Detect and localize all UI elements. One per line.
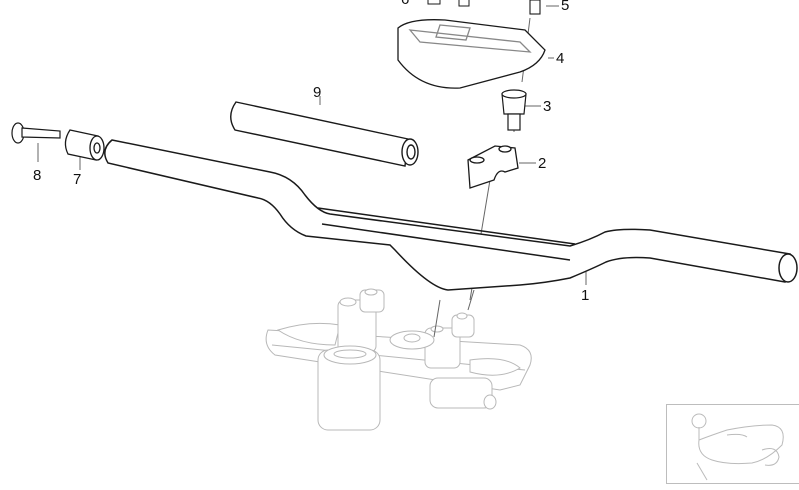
partial-part [427,0,470,7]
callout-5: 5 [561,0,570,14]
callout-2: 2 [538,155,547,172]
spacer [64,129,105,161]
callout-8: 8 [33,167,42,184]
vehicle-thumbnail[interactable] [666,404,799,484]
callout-4: 4 [556,50,565,67]
callout-1: 1 [581,287,590,304]
upper-clamp [467,145,519,189]
callout-6: 6 [401,0,409,7]
callout-9: 9 [313,84,322,101]
parts-diagram [11,0,798,431]
callout-7: 7 [73,171,82,188]
bolt [11,122,61,144]
screw [529,0,541,15]
clamp-cover [397,19,546,89]
crossbar-pad [230,101,419,167]
motorcycle-outline-icon [691,413,784,481]
triple-clamp-ghost [265,288,532,431]
socket-bolt [501,89,527,131]
handlebar [104,139,798,291]
callout-3: 3 [543,98,552,115]
